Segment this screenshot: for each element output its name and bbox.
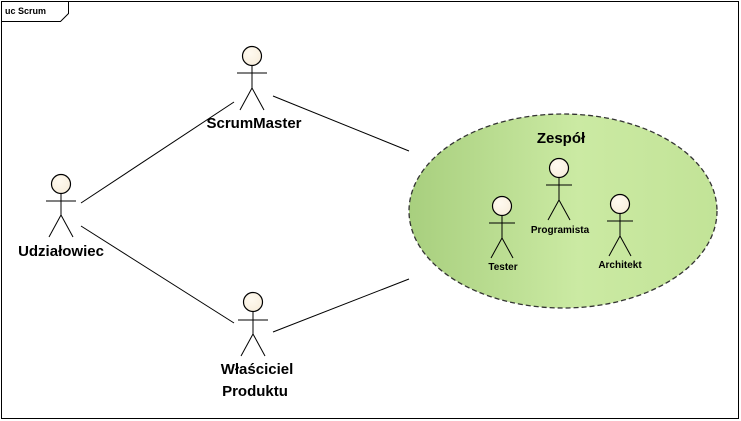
frame-title: uc Scrum <box>5 6 46 16</box>
actor-stakeholder-label: Udziałowiec <box>18 243 104 260</box>
actor-architekt-figure <box>607 193 633 257</box>
actor-scrummaster[interactable]: ScrumMaster <box>206 45 302 133</box>
actor-programista[interactable]: Programista <box>531 157 590 237</box>
actor-head <box>548 157 570 179</box>
actor-architekt[interactable]: Architekt <box>598 193 642 272</box>
actor-programista-label: Programista <box>531 225 590 236</box>
association-stakeholder-scrummaster <box>80 101 235 204</box>
actor-head <box>241 45 263 67</box>
actor-productowner[interactable]: Właściciel Produktu <box>221 291 294 401</box>
actor-stakeholder[interactable]: Udziałowiec <box>18 173 104 261</box>
association-productowner-team <box>272 278 410 333</box>
actor-tester-label: Tester <box>488 262 517 273</box>
actor-scrummaster-label: ScrumMaster <box>206 115 301 132</box>
actor-tester-figure <box>489 195 515 259</box>
association-stakeholder-productowner <box>80 225 235 324</box>
association-scrummaster-team <box>272 95 410 152</box>
actor-architekt-label: Architekt <box>598 260 642 271</box>
actor-head <box>242 291 264 313</box>
actor-productowner-label-line2: Produktu <box>222 383 288 400</box>
actor-productowner-label-line1: Właściciel <box>221 361 294 378</box>
actor-productowner-figure <box>238 291 268 357</box>
frame-tab <box>1 1 69 22</box>
actor-scrummaster-figure <box>237 45 267 111</box>
actor-head <box>50 173 72 195</box>
actor-tester[interactable]: Tester <box>488 195 518 274</box>
team-label: Zespół <box>537 130 586 147</box>
actor-stakeholder-figure <box>46 173 76 238</box>
actor-programista-figure <box>546 157 572 221</box>
actor-head <box>609 193 631 215</box>
actor-head <box>491 195 513 217</box>
team-boundary[interactable] <box>408 113 718 309</box>
